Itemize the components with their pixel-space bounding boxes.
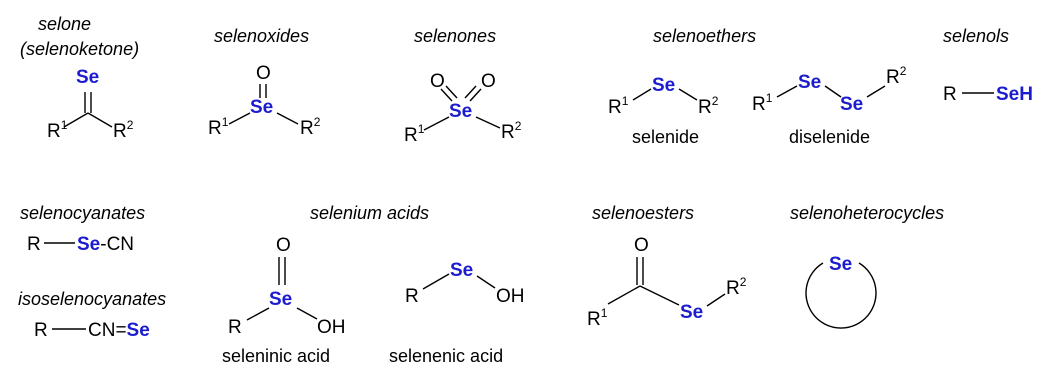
selenide-r1: R1 [608, 94, 629, 118]
isoselenocyanate-r: R [34, 320, 48, 341]
selenenic-se: Se [450, 260, 473, 281]
selenoxide-o: O [256, 63, 271, 84]
selenoester-r2: R2 [726, 275, 747, 299]
title-selenoesters: selenoesters [592, 203, 694, 223]
seleninic-oh: OH [317, 317, 346, 338]
selenide-r2: R2 [698, 94, 719, 118]
seleninic-se: Se [269, 289, 292, 310]
seleninic-acid-structure: O Se R OH seleninic acid [222, 235, 346, 365]
selenoester-o: O [634, 235, 649, 256]
seleninic-o: O [276, 235, 291, 256]
selenenic-acid-structure: R Se OH selenenic acid [389, 260, 525, 365]
isoselenocyanate-formula: CN=Se [88, 320, 150, 341]
title-selone-alt: (selenoketone) [20, 39, 139, 59]
selenoheterocycle-se: Se [829, 254, 852, 275]
title-selone: selone [38, 14, 91, 34]
heterocycle-ring [805, 262, 877, 329]
selone-structure: Se R1 R2 [47, 67, 134, 142]
selone-se: Se [76, 67, 99, 88]
diselenide-label: diselenide [789, 127, 870, 147]
selenoxide-se: Se [250, 97, 273, 118]
selenocyanate-structure: R Se-CN [27, 234, 134, 255]
diselenide-r2: R2 [886, 64, 907, 88]
selenide-se: Se [652, 75, 675, 96]
seleninic-r: R [228, 317, 242, 338]
selenol-r: R [943, 84, 957, 105]
diselenide-se2: Se [840, 94, 863, 115]
selenocyanate-r: R [27, 234, 41, 255]
selone-r2: R2 [113, 118, 134, 142]
selenoxide-r1: R1 [208, 115, 229, 139]
selenol-seh: SeH [996, 84, 1033, 105]
title-isoselenocyanates: isoselenocyanates [18, 289, 166, 309]
selone-r1: R1 [47, 118, 68, 142]
selenoester-se: Se [680, 302, 703, 323]
diselenide-r1: R1 [752, 91, 773, 115]
selenoester-structure: O R1 Se R2 [587, 235, 747, 330]
selenoester-r1: R1 [587, 306, 608, 330]
diselenide-structure: R1 Se Se R2 diselenide [752, 64, 907, 147]
title-selenocyanates: selenocyanates [20, 203, 145, 223]
selenone-o1: O [430, 71, 445, 92]
seleninic-label: seleninic acid [222, 346, 330, 365]
selenoheterocycle-structure: Se [805, 254, 877, 329]
title-selenols: selenols [943, 26, 1009, 46]
selenoxide-structure: O Se R1 R2 [208, 63, 321, 139]
selenenic-label: selenenic acid [389, 346, 503, 365]
selenoxide-r2: R2 [300, 115, 321, 139]
selenocyanate-formula: Se-CN [77, 234, 134, 255]
selenone-se: Se [449, 101, 472, 122]
diselenide-se1: Se [798, 72, 821, 93]
title-selenoethers: selenoethers [653, 26, 756, 46]
title-selenium-acids: selenium acids [310, 203, 429, 223]
selenol-structure: R SeH [943, 84, 1033, 105]
selenone-r1: R1 [404, 122, 425, 146]
selenenic-r: R [405, 286, 419, 307]
selenide-label: selenide [632, 127, 699, 147]
selenone-structure: O O Se R1 R2 [404, 71, 522, 146]
selenide-structure: R1 Se R2 selenide [608, 75, 719, 147]
isoselenocyanate-structure: R CN=Se [34, 320, 150, 341]
title-selenones: selenones [414, 26, 496, 46]
selenone-r2: R2 [501, 119, 522, 143]
title-selenoheterocycles: selenoheterocycles [790, 203, 944, 223]
selenone-o2: O [481, 71, 496, 92]
title-selenoxides: selenoxides [214, 26, 309, 46]
selenenic-oh: OH [496, 286, 525, 307]
